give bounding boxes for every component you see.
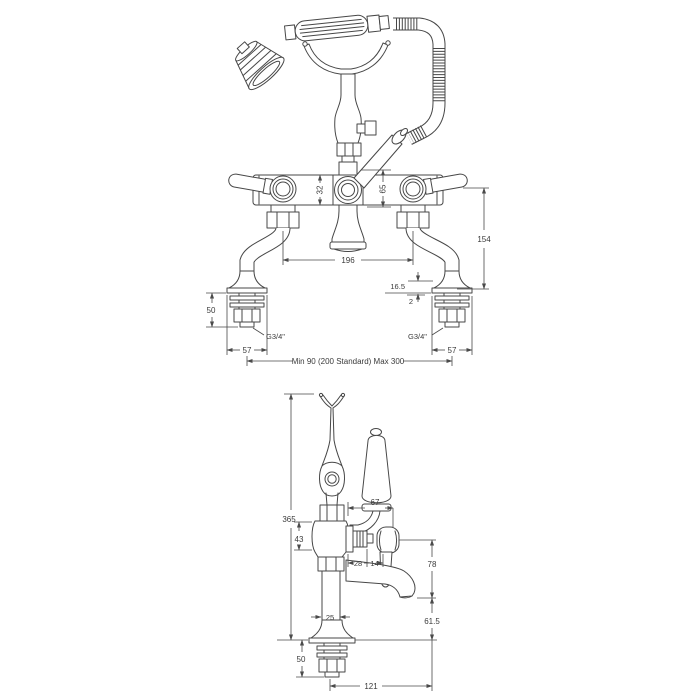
handset — [235, 14, 390, 91]
dim-61-5: 61.5 — [424, 617, 440, 626]
stem-side-nut — [356, 123, 366, 134]
dim-50-front: 50 — [207, 306, 216, 315]
dim-57-left: 57 — [243, 346, 252, 355]
dim-121: 121 — [364, 682, 378, 691]
side-handle — [349, 428, 392, 535]
front-view: 32 65 196 154 50 16.5 2 — [206, 14, 491, 366]
right-shank — [431, 270, 473, 328]
dim-65: 65 — [379, 184, 388, 193]
left-leg — [239, 226, 291, 273]
dim-57-right: 57 — [448, 346, 457, 355]
handset-handle — [284, 14, 390, 42]
dim-78: 78 — [428, 560, 437, 569]
stem-side-connector — [364, 120, 377, 136]
shower-head — [235, 40, 285, 91]
front-dimensions: 32 65 196 154 50 16.5 2 — [206, 169, 491, 366]
dim-196: 196 — [341, 256, 355, 265]
dim-28: 28 — [354, 559, 362, 568]
side-view: 365 67 43 28 14 78 — [277, 392, 440, 691]
left-shank — [226, 270, 268, 328]
dim-50-side: 50 — [297, 655, 306, 664]
shower-hose — [393, 17, 446, 145]
dim-16-5: 16.5 — [390, 282, 405, 291]
side-pillar — [308, 556, 356, 644]
right-handle — [399, 173, 468, 203]
dim-43: 43 — [295, 535, 304, 544]
cradle-tip-left — [302, 41, 308, 47]
cradle-tip-right — [385, 40, 391, 46]
centre-spout — [329, 204, 367, 252]
side-dimensions: 365 67 43 28 14 78 — [277, 393, 440, 691]
thread-label-left: G3/4" — [266, 332, 285, 341]
right-leg-nut — [396, 204, 430, 229]
riser-hex-nut — [336, 142, 362, 157]
cartridge-flange — [345, 525, 354, 553]
dim-67: 67 — [371, 498, 380, 507]
left-leg-nut — [266, 204, 300, 229]
dim-2: 2 — [409, 297, 413, 306]
dim-154: 154 — [477, 235, 491, 244]
hose-connector — [366, 14, 382, 33]
right-leg — [405, 226, 460, 273]
dim-14: 14 — [370, 559, 378, 568]
diverter-handle — [353, 128, 408, 189]
thread-label-right: G3/4" — [408, 332, 427, 341]
side-spout — [345, 559, 416, 599]
dim-centre-range: Min 90 (200 Standard) Max 300 — [292, 357, 405, 366]
dim-32: 32 — [316, 185, 325, 194]
dim-365: 365 — [282, 515, 296, 524]
side-shank — [316, 642, 348, 678]
dim-25: 25 — [326, 613, 334, 622]
handset-cradle — [302, 40, 391, 176]
diverter-spindle — [366, 533, 374, 544]
left-handle — [228, 173, 297, 203]
side-cradle-fork — [318, 392, 346, 522]
